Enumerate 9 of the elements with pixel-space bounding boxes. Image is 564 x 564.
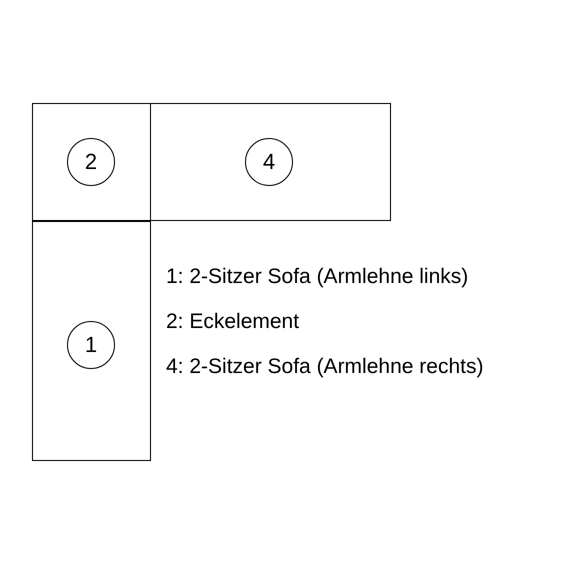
legend-text: 2: Eckelement [166, 310, 300, 334]
sofa-module-rectangle [150, 103, 391, 221]
number-circle: 4 [245, 138, 293, 186]
number-circle: 2 [67, 138, 115, 186]
sofa-module-rectangle [32, 221, 151, 461]
number-circle: 1 [67, 321, 115, 369]
legend-text: 1: 2-Sitzer Sofa (Armlehne links) [166, 265, 468, 289]
sofa-module-rectangle [32, 103, 151, 221]
legend-text: 4: 2-Sitzer Sofa (Armlehne rechts) [166, 355, 484, 379]
